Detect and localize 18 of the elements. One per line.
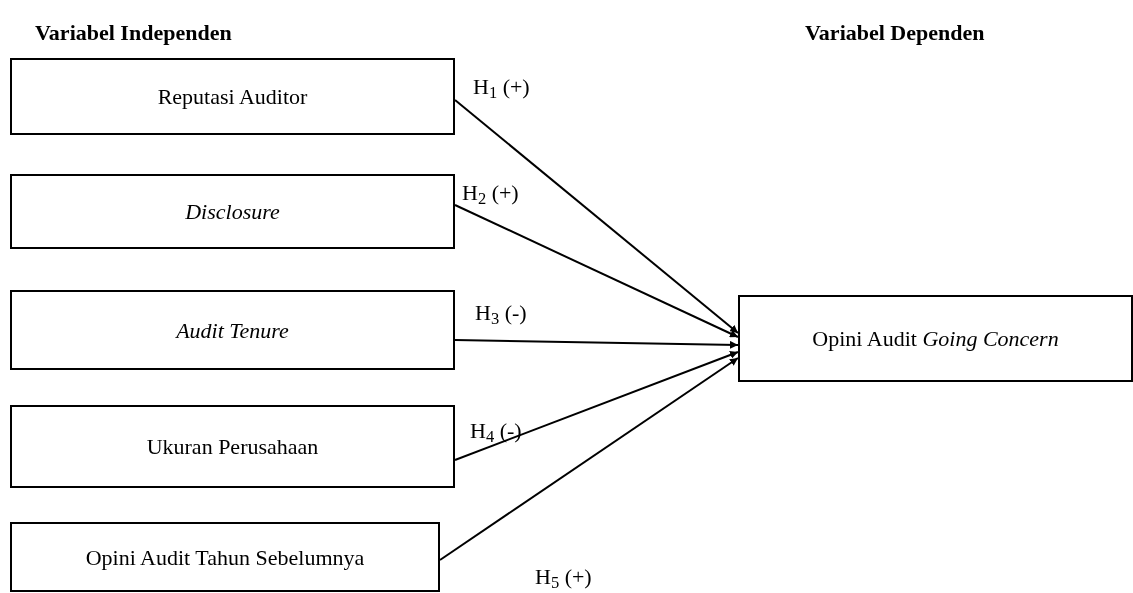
variable-box: Reputasi Auditor bbox=[10, 58, 455, 135]
edge-label: H$_{5}$ (+) bbox=[535, 563, 592, 593]
column-heading: Variabel Independen bbox=[35, 19, 232, 47]
arrow bbox=[439, 357, 739, 561]
variable-box: Ukuran Perusahaan bbox=[10, 405, 455, 488]
column-heading: Variabel Dependen bbox=[805, 19, 985, 47]
arrow bbox=[454, 339, 739, 349]
variable-box: Opini Audit Going Concern bbox=[738, 295, 1133, 382]
variable-box: Disclosure bbox=[10, 174, 455, 249]
variable-box: Opini Audit Tahun Sebelumnya bbox=[10, 522, 440, 592]
variable-box: Audit Tenure bbox=[10, 290, 455, 370]
edge-label: H$_{1}$ (+) bbox=[473, 73, 530, 103]
arrow bbox=[454, 351, 739, 461]
edge-label: H$_{4}$ (-) bbox=[470, 417, 522, 447]
edge-label: H$_{2}$ (+) bbox=[462, 179, 519, 209]
edge-label: H$_{3}$ (-) bbox=[475, 299, 527, 329]
arrow bbox=[454, 204, 739, 338]
arrow bbox=[454, 99, 739, 334]
